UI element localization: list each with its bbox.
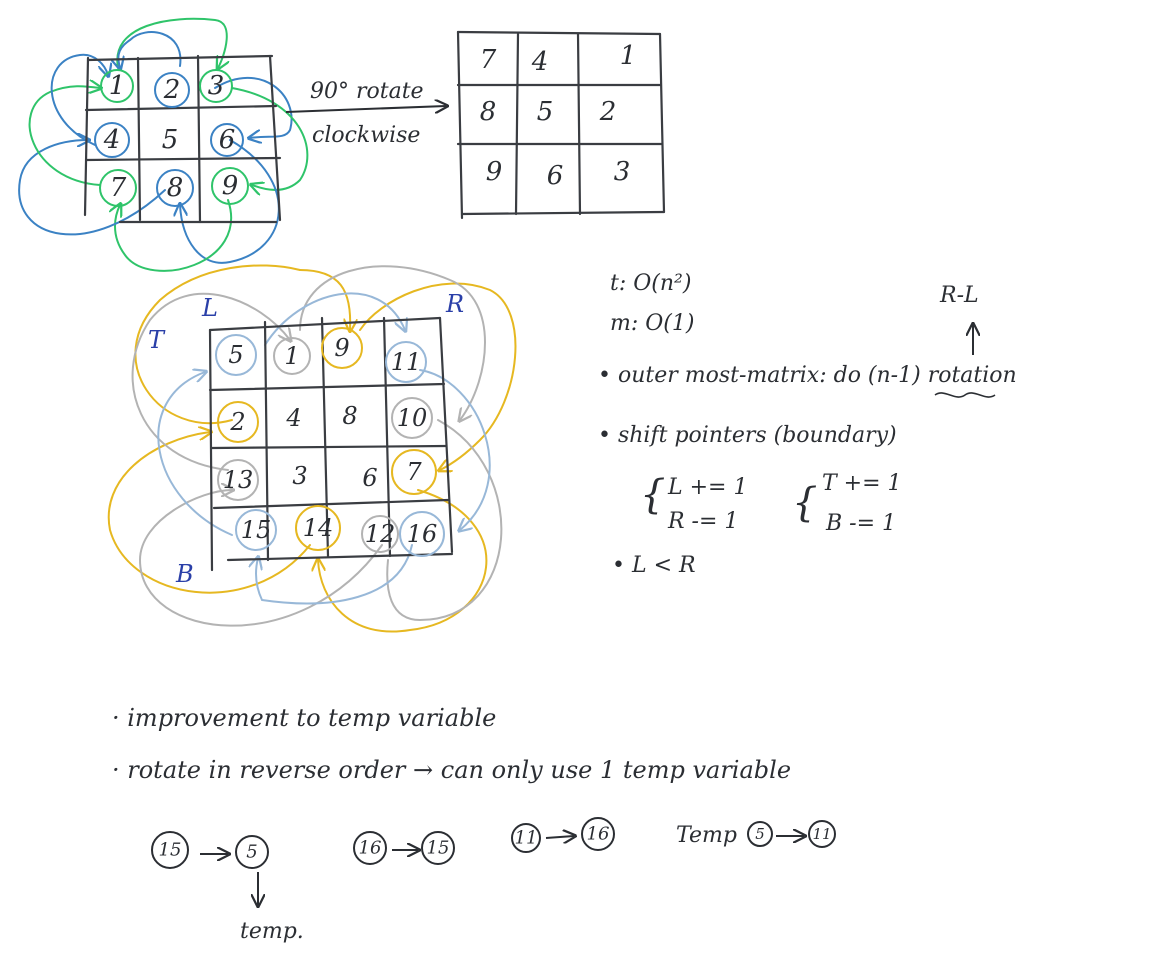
cell-3x3: 9 [222, 171, 239, 201]
cell-4x4: 8 [342, 402, 357, 430]
seq-ring [151, 831, 189, 869]
seq-ring [353, 831, 387, 865]
highlight-rings-3x3 [94, 69, 249, 207]
seq-from-4: 5 [755, 825, 765, 843]
cell-4x4: 15 [241, 516, 272, 544]
tb-update-2: B -= 1 [825, 511, 896, 536]
grid-4x4 [208, 316, 454, 572]
cell-3x3: 1 [109, 71, 126, 101]
seq-from-3: 11 [515, 828, 538, 849]
seq-arrow [545, 836, 574, 838]
cell-4x4: 13 [223, 466, 254, 494]
cell-rotated: 9 [486, 157, 503, 187]
reverse-order-line: · rotate in reverse order → can only use… [112, 756, 791, 784]
rotate-label-line1: 90° rotate [310, 79, 424, 104]
cell-4x4: 2 [229, 408, 245, 436]
memory-complexity: m: O(1) [610, 311, 694, 336]
bottom-notes: · improvement to temp variable · rotate … [112, 704, 791, 784]
cell-4x4: 1 [284, 342, 299, 370]
rotate-arrow: 90° rotate clockwise [285, 79, 446, 148]
seq-from-1: 15 [159, 840, 182, 861]
matrix-3x3: 1 2 3 4 5 6 7 8 9 [18, 17, 309, 272]
cell-3x3: 7 [110, 173, 127, 203]
seq-to-1: 5 [246, 842, 257, 863]
cell-rotated: 1 [620, 41, 637, 71]
grid-3x3 [83, 54, 282, 224]
seq-ring [421, 831, 455, 865]
label-right: R [445, 290, 464, 318]
r-minus-l: R-L [939, 283, 979, 308]
cell-rotated: 3 [614, 157, 631, 187]
cell-rotated: 6 [547, 161, 564, 191]
cell-4x4: 12 [365, 520, 396, 548]
rotate-label-line2: clockwise [312, 123, 420, 148]
cell-4x4: 4 [285, 404, 301, 432]
cell-3x3: 6 [219, 125, 236, 155]
label-left: L [201, 294, 218, 322]
matrix-3x3-rotated: 7 4 1 8 5 2 9 6 3 [456, 30, 666, 220]
cell-4x4: 6 [362, 464, 377, 492]
cells-3x3: 1 2 3 4 5 6 7 8 9 [103, 71, 239, 203]
brace-left: { [640, 472, 665, 518]
cell-4x4: 10 [397, 404, 428, 432]
temp-label: temp. [240, 919, 304, 944]
seq-from-2: 16 [359, 838, 382, 859]
highlight-rings-4x4 [215, 327, 445, 557]
boundary-labels: T L R B [148, 290, 464, 588]
label-bottom: B [175, 560, 194, 588]
time-complexity: t: O(n²) [610, 271, 691, 296]
cell-3x3: 4 [103, 125, 121, 155]
seq-to-3: 16 [587, 824, 610, 845]
cell-4x4: 14 [303, 514, 334, 542]
squiggle-underline [934, 392, 996, 398]
lr-update-2: R -= 1 [667, 509, 738, 534]
grid-3x3-rotated [456, 30, 666, 220]
cell-3x3: 2 [163, 75, 181, 105]
cell-4x4: 3 [292, 462, 307, 490]
bullet-outermost: • outer most-matrix: do (n-1) rotation [598, 363, 1017, 388]
cell-rotated: 8 [480, 97, 497, 127]
improvement-line: · improvement to temp variable [112, 704, 496, 732]
cell-3x3: 5 [162, 125, 179, 155]
reverse-sequence: 15 5 temp. 16 15 11 16 Temp 5 11 [151, 817, 836, 944]
cell-rotated: 4 [531, 47, 549, 77]
tb-update-1: T += 1 [822, 471, 902, 496]
cell-4x4: 7 [406, 458, 422, 486]
seq-ring [235, 835, 269, 869]
seq-prefix-temp: Temp [676, 823, 737, 848]
cell-4x4: 16 [407, 520, 438, 548]
seq-to-2: 15 [427, 838, 450, 859]
cell-rotated: 5 [537, 97, 554, 127]
cell-3x3: 3 [208, 71, 225, 101]
bullet-l-less-r: • L < R [612, 553, 696, 578]
matrix-4x4: 5 1 9 11 2 4 8 10 13 3 6 7 15 14 12 16 T… [107, 264, 517, 633]
seq-ring [747, 821, 773, 847]
seq-ring [808, 820, 836, 848]
cell-rotated: 7 [480, 45, 497, 75]
cell-4x4: 9 [334, 334, 349, 362]
seq-ring [511, 823, 541, 853]
cells-4x4: 5 1 9 11 2 4 8 10 13 3 6 7 15 14 12 16 [223, 334, 438, 548]
lr-update-1: L += 1 [667, 475, 747, 500]
cell-3x3: 8 [167, 173, 184, 203]
cell-4x4: 5 [228, 341, 243, 369]
brace-right: { [792, 480, 817, 526]
complexity-notes: t: O(n²) m: O(1) R-L • outer most-matrix… [598, 271, 1017, 578]
rotation-loops-4x4 [107, 264, 517, 633]
cell-4x4: 11 [391, 348, 422, 376]
cells-3x3-rotated: 7 4 1 8 5 2 9 6 3 [480, 41, 637, 191]
seq-to-4: 11 [812, 825, 831, 843]
seq-ring [581, 817, 615, 851]
cell-rotated: 2 [599, 97, 617, 127]
label-top: T [148, 326, 166, 354]
bullet-shift-pointers: • shift pointers (boundary) [598, 423, 897, 448]
